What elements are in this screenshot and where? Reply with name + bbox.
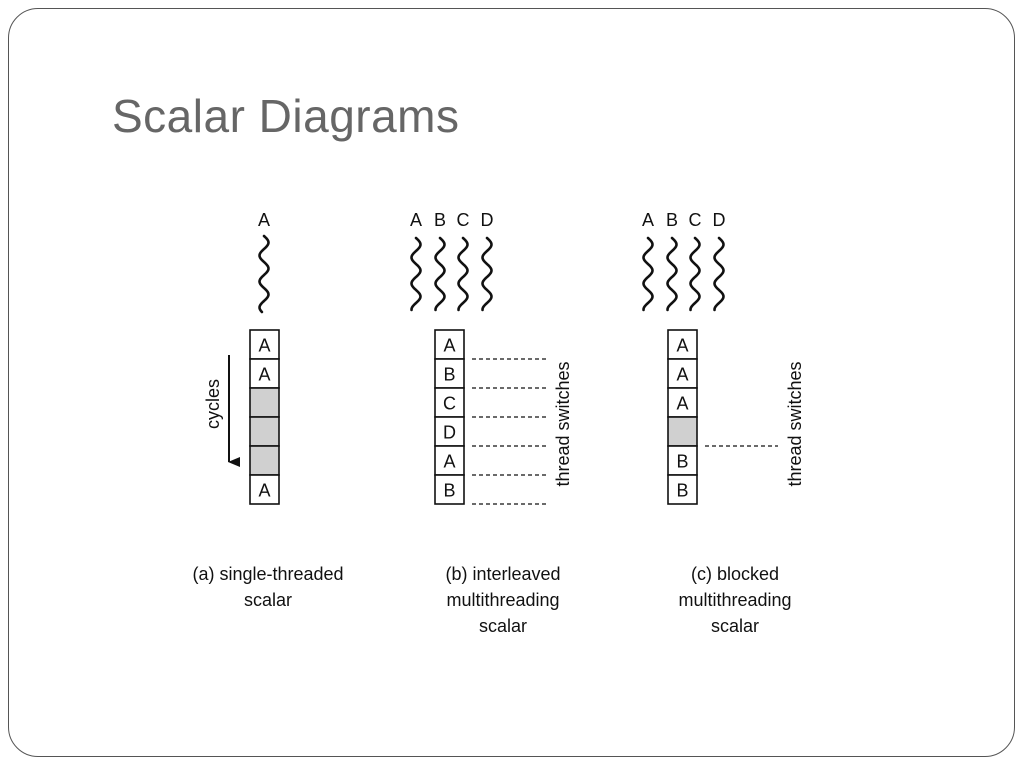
thread-squiggle: [642, 236, 654, 312]
slot-label: B: [676, 481, 688, 501]
empty-slot: [249, 445, 280, 476]
caption-line: multithreading: [678, 590, 791, 610]
slot-cell: [434, 416, 465, 447]
slot-label: A: [443, 336, 455, 356]
slot-label: A: [258, 481, 270, 501]
slot-label: B: [676, 452, 688, 472]
caption-line: scalar: [711, 616, 759, 636]
slot-label: A: [443, 452, 455, 472]
thread-label: B: [434, 210, 446, 230]
caption-line: (c) blocked: [691, 564, 779, 584]
slide: [8, 8, 1015, 757]
thread-label: C: [689, 210, 702, 230]
thread-squiggle: [434, 236, 446, 312]
thread-switches-label: thread switches: [785, 361, 805, 486]
empty-slot: [249, 387, 280, 418]
slot-label: A: [258, 336, 270, 356]
slot-label: A: [676, 365, 688, 385]
caption-line: scalar: [244, 590, 292, 610]
slot-cell: [249, 329, 280, 360]
thread-squiggle: [410, 236, 422, 312]
thread-label: A: [642, 210, 654, 230]
slot-label: A: [676, 394, 688, 414]
slot-cell: [434, 358, 465, 389]
slot-cell: [667, 474, 698, 505]
thread-squiggle: [713, 236, 725, 312]
slot-cell: [667, 445, 698, 476]
thread-label: A: [258, 210, 270, 230]
slot-cell: [434, 329, 465, 360]
slot-cell: [249, 474, 280, 505]
slot-label: D: [443, 423, 456, 443]
thread-label: D: [481, 210, 494, 230]
caption-line: multithreading: [446, 590, 559, 610]
thread-label: D: [713, 210, 726, 230]
empty-slot: [249, 416, 280, 447]
slot-label: B: [443, 481, 455, 501]
slot-label: A: [676, 336, 688, 356]
slot-cell: [249, 358, 280, 389]
caption-line: scalar: [479, 616, 527, 636]
thread-label: A: [410, 210, 422, 230]
cycles-label: cycles: [203, 379, 223, 429]
slot-cell: [434, 445, 465, 476]
caption-line: (b) interleaved: [445, 564, 560, 584]
slot-cell: [434, 387, 465, 418]
slot-label: C: [443, 394, 456, 414]
slot-cell: [667, 387, 698, 418]
thread-label: C: [457, 210, 470, 230]
thread-squiggle: [689, 236, 701, 312]
slide-title: Scalar Diagrams: [112, 90, 460, 142]
slot-cell: [434, 474, 465, 505]
empty-slot: [667, 416, 698, 447]
thread-squiggle: [481, 236, 493, 312]
slot-cell: [667, 358, 698, 389]
thread-label: B: [666, 210, 678, 230]
slot-label: B: [443, 365, 455, 385]
thread-squiggle: [666, 236, 678, 312]
thread-switches-label: thread switches: [553, 361, 573, 486]
thread-squiggle: [258, 234, 270, 314]
caption-line: (a) single-threaded: [192, 564, 343, 584]
slot-label: A: [258, 365, 270, 385]
thread-squiggle: [457, 236, 469, 312]
